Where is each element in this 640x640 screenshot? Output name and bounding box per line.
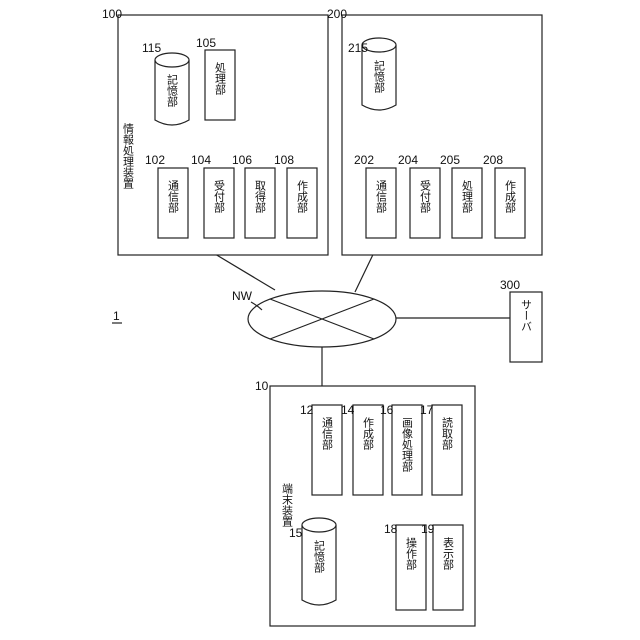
info-unit-label-4: 作成部 [296, 180, 309, 213]
terminal-lower-unit-label-2: 表示部 [442, 536, 455, 570]
terminal-unit-ref-3: 16 [380, 403, 394, 417]
device-200-unit-ref-1: 202 [354, 153, 374, 167]
info-storage-label: 記憶部 [166, 73, 179, 107]
device-200-storage-ref: 215 [348, 41, 368, 55]
device-200-unit-label-1: 通信部 [375, 180, 388, 213]
terminal-ref: 10 [255, 379, 269, 393]
terminal-storage-label: 記憶部 [313, 539, 326, 573]
info-unit-ref-4: 108 [274, 153, 294, 167]
terminal-unit-ref-1: 12 [300, 403, 314, 417]
network-label: NW [232, 289, 253, 303]
server-node: サーバ 300 [500, 278, 542, 362]
terminal-unit-label-1: 通信部 [321, 417, 334, 450]
info-unit-ref-3: 106 [232, 153, 252, 167]
terminal-unit-ref-2: 14 [341, 403, 355, 417]
info-device-100: 100 情報処理装置 115 記憶部 105 処理部 102 通信部 104 受… [102, 7, 328, 255]
info-unit-label-1: 通信部 [167, 180, 180, 213]
terminal-unit-label-2: 作成部 [362, 417, 375, 450]
info-device-title: 情報処理装置 [122, 123, 135, 189]
device-200-storage-label: 記憶部 [373, 59, 386, 93]
device-200-unit-ref-4: 208 [483, 153, 503, 167]
device-200-unit-label-2: 受付部 [419, 180, 432, 213]
network-node: NW [232, 289, 396, 347]
terminal-unit-label-4: 読取部 [441, 416, 454, 450]
terminal-10: 10 端末装置 12 通信部 14 作成部 16 画像処理部 17 読取部 15… [255, 379, 475, 626]
device-200-unit-label-4: 作成部 [504, 180, 517, 213]
server-label: サーバ [520, 299, 533, 332]
terminal-storage-ref: 15 [289, 526, 303, 540]
info-unit-label-3: 取得部 [254, 180, 267, 213]
terminal-lower-unit-ref-1: 18 [384, 522, 398, 536]
device-200: 200 215 記憶部 202 通信部 204 受付部 205 処理部 208 … [327, 7, 542, 255]
terminal-lower-unit-label-1: 操作部 [405, 536, 418, 570]
terminal-unit-label-3: 画像処理部 [401, 417, 414, 472]
info-top-unit-ref: 105 [196, 36, 216, 50]
server-ref: 300 [500, 278, 520, 292]
device-200-unit-ref-3: 205 [440, 153, 460, 167]
info-unit-ref-1: 102 [145, 153, 165, 167]
info-unit-ref-2: 104 [191, 153, 211, 167]
terminal-unit-ref-4: 17 [420, 403, 434, 417]
figure-ref: 1 [113, 309, 120, 323]
device-200-unit-ref-2: 204 [398, 153, 418, 167]
device-200-ref: 200 [327, 7, 347, 21]
info-device-ref: 100 [102, 7, 122, 21]
info-unit-label-2: 受付部 [213, 180, 226, 213]
info-top-unit-label: 処理部 [214, 62, 227, 95]
device-200-unit-label-3: 処理部 [461, 180, 474, 213]
terminal-title: 端末装置 [281, 483, 294, 527]
terminal-lower-unit-ref-2: 19 [421, 522, 435, 536]
info-storage-ref: 115 [142, 41, 161, 55]
